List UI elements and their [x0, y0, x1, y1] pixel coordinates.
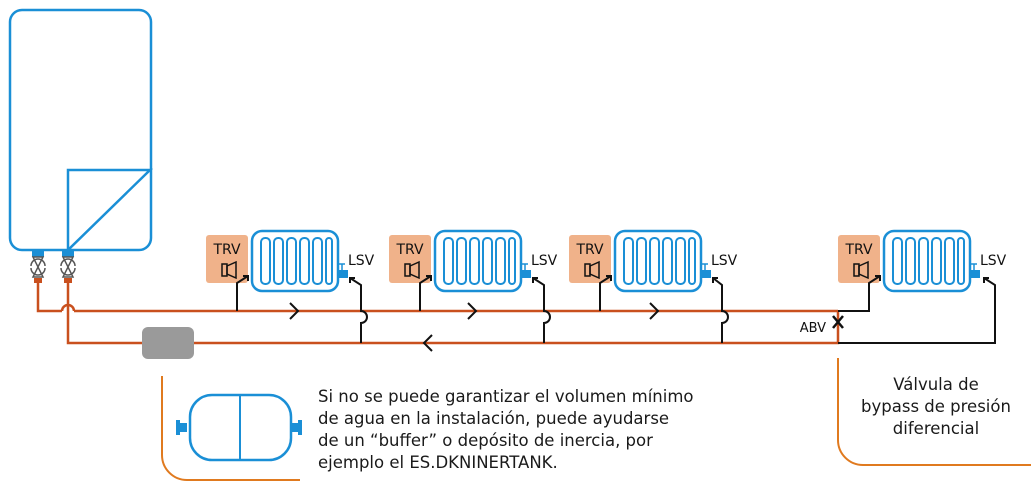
lsv-valve-icon: [970, 263, 980, 278]
pump-connector-left-icon: [30, 251, 46, 283]
buffer-note: Si no se puede garantizar el volumen mín…: [318, 386, 758, 474]
trv-label: TRV: [575, 242, 604, 258]
lsv-label: LSV: [711, 253, 738, 269]
buffer-note-line: de un “buffer” o depósito de inercia, po…: [318, 431, 653, 450]
abv-note: Válvula de bypass de presión diferencial: [848, 374, 1024, 440]
radiator-group: [838, 229, 996, 344]
radiator-group: [206, 229, 368, 343]
lsv-label: LSV: [348, 253, 375, 269]
heat-pump-unit: [8, 8, 154, 253]
buffer-tank-block: [142, 327, 194, 359]
trv-valve-icon: [584, 260, 600, 280]
trv-badge: [838, 235, 880, 283]
flow-arrow-left-icon: [422, 334, 433, 352]
trv-badge: [389, 235, 431, 283]
lsv-valve-icon: [701, 263, 711, 278]
lsv-valve-icon: [338, 263, 348, 278]
heat-exchanger-icon: [66, 168, 154, 253]
trv-valve-icon: [221, 260, 237, 280]
flow-arrows: [289, 302, 660, 352]
abv-note-line: bypass de presión: [861, 397, 1011, 416]
trv-label: TRV: [395, 242, 424, 258]
buffer-callout-line: [161, 376, 300, 481]
abv-callout-line: [837, 358, 1031, 466]
trv-badge: [206, 235, 248, 283]
lsv-valve-icon: [521, 263, 531, 278]
radiator-group: [389, 229, 551, 343]
trv-valve-icon: [853, 260, 869, 280]
flow-arrow-right-icon: [289, 302, 300, 320]
buffer-note-line: Si no se puede garantizar el volumen mín…: [318, 387, 694, 406]
return-pipe: [66, 283, 840, 345]
buffer-note-line: ejemplo el ES.DKNINERTANK.: [318, 453, 558, 472]
radiator-group: [569, 229, 729, 343]
abv-valve-icon: [832, 315, 844, 329]
abv-note-line: diferencial: [892, 419, 980, 438]
lsv-label: LSV: [980, 253, 1007, 269]
abv-label: ABV: [800, 321, 826, 336]
flow-arrow-right-icon: [649, 302, 660, 320]
buffer-note-line: de agua en la instalación, puede ayudars…: [318, 409, 670, 428]
trv-label: TRV: [212, 242, 241, 258]
flow-arrow-right-icon: [467, 302, 478, 320]
lsv-label: LSV: [531, 253, 558, 269]
trv-valve-icon: [404, 260, 420, 280]
inertia-tank-icon: [176, 393, 302, 462]
trv-badge: [569, 235, 611, 283]
trv-label: TRV: [844, 242, 873, 258]
pump-connector-right-icon: [60, 251, 76, 283]
abv-note-line: Válvula de: [893, 375, 979, 394]
